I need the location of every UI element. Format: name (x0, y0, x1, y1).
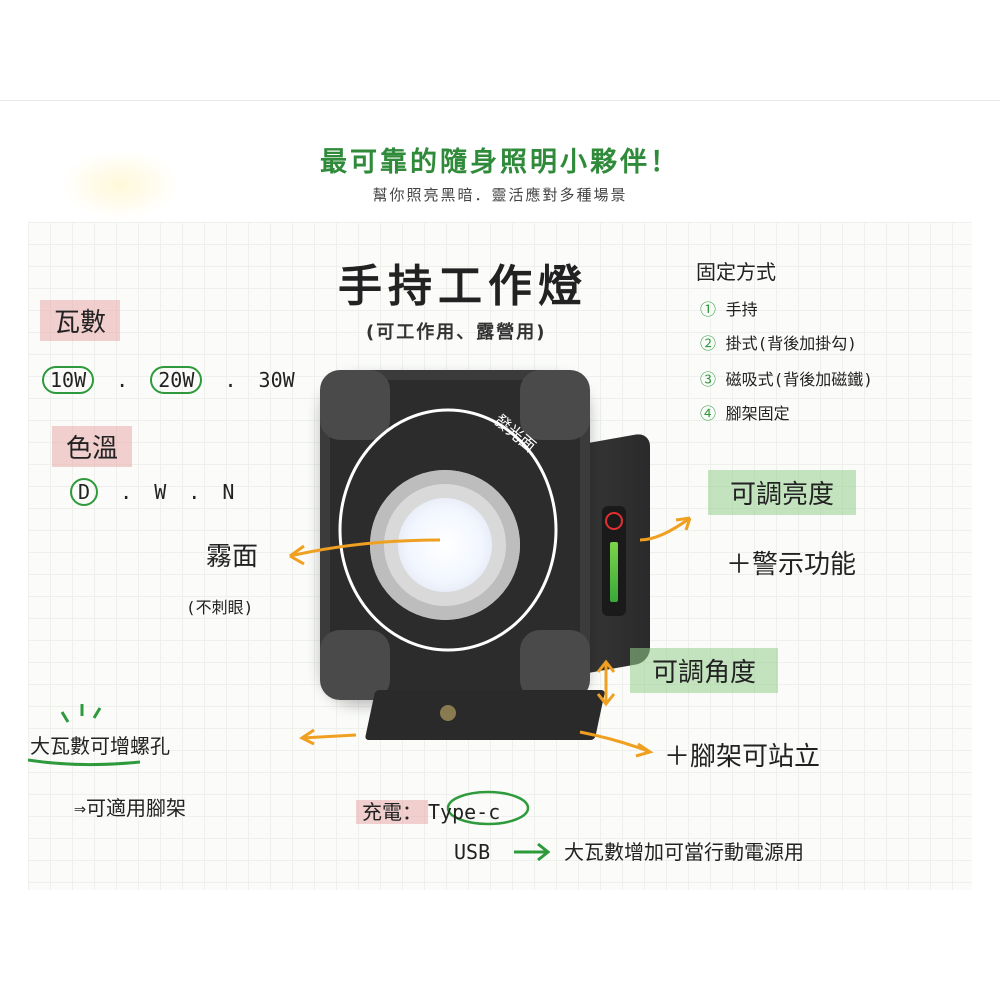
stand-up-label: ＋腳架可站立 (664, 742, 821, 772)
num-circle-icon: ① (700, 300, 717, 319)
angle-arrow (596, 659, 616, 707)
wattage-option-30w: 30W (258, 368, 295, 392)
tripod-label: ⇒可適用腳架 (74, 796, 187, 820)
num-circle-icon: ③ (700, 370, 717, 389)
warning-label: ＋警示功能 (726, 550, 857, 580)
grid-paper-background (28, 222, 972, 890)
color-temp-label: 色溫 (52, 426, 133, 467)
color-temp-option-d: D (70, 478, 99, 506)
type-c-circle (446, 790, 530, 826)
wattage-sep: . (224, 368, 237, 392)
mounting-item-text: 腳架固定 (725, 404, 790, 423)
color-temp-option-n: N (222, 480, 235, 504)
wattage-sep: . (116, 368, 129, 392)
mounting-item-text: 手持 (725, 300, 758, 319)
mounting-item-1: ① 手持 (700, 296, 758, 320)
light-glow (60, 150, 180, 220)
screw-hole (440, 705, 456, 721)
lamp-corner (520, 370, 590, 440)
brightness-arrowhead (675, 516, 692, 531)
headline: 最可靠的隨身照明小夥伴！ (320, 147, 680, 178)
work-lamp-image (300, 360, 660, 750)
battery-bar (610, 542, 618, 602)
mounting-item-text: 磁吸式(背後加磁鐵) (725, 370, 873, 389)
color-temp-option-w: W (154, 480, 167, 504)
color-temp-sep: . (188, 480, 201, 504)
subline: 幫你照亮黑暗．靈活應對多種場景 (372, 186, 628, 204)
mounting-item-2: ② 掛式(背後加掛勾) (700, 330, 857, 354)
charge-type: Type-c (428, 800, 501, 824)
mounting-title: 固定方式 (696, 260, 776, 284)
wattage-option-20w: 20W (150, 366, 203, 394)
matte-note: (不刺眼) (186, 598, 254, 617)
brightness-label: 可調亮度 (708, 470, 857, 515)
screw-hole-label: 大瓦數可增螺孔 (30, 734, 170, 758)
matte-arrowhead (289, 544, 305, 566)
stand-arrow (579, 730, 654, 758)
lamp-corner (320, 630, 390, 700)
lamp-corner (320, 370, 390, 440)
light-face-circle (338, 408, 558, 652)
usb-arrow (514, 842, 551, 862)
num-circle-icon: ④ (700, 404, 717, 423)
screw-arrow (299, 728, 357, 746)
usb-note: 大瓦數增加可當行動電源用 (564, 840, 804, 864)
angle-label: 可調角度 (630, 648, 779, 693)
charge-label: 充電： (356, 800, 428, 824)
brightness-arrow (639, 516, 691, 542)
color-temp-options: D . W . N (70, 478, 235, 506)
wattage-label: 瓦數 (40, 300, 121, 341)
color-temp-sep: . (120, 480, 133, 504)
usb-label: USB (454, 840, 491, 864)
wattage-options: 10W . 20W . 30W (42, 366, 295, 394)
mounting-item-3: ③ 磁吸式(背後加磁鐵) (700, 366, 873, 390)
matte-label: 霧面 (206, 542, 259, 572)
emphasis-marks (60, 704, 102, 723)
power-icon (605, 512, 623, 530)
lamp-led (398, 498, 492, 592)
matte-arrow (289, 538, 441, 558)
num-circle-icon: ② (700, 334, 717, 353)
wattage-option-10w: 10W (42, 366, 95, 394)
charge-block: 充電：Type-c (356, 796, 500, 825)
product-subtitle: (可工作用、露營用) (366, 322, 547, 343)
product-title: 手持工作燈 (338, 261, 588, 312)
mounting-item-text: 掛式(背後加掛勾) (725, 334, 857, 353)
screw-underline (27, 758, 141, 767)
control-panel (602, 506, 626, 616)
mounting-item-4: ④ 腳架固定 (700, 400, 790, 424)
lamp-corner (520, 630, 590, 700)
top-divider (0, 100, 1000, 101)
